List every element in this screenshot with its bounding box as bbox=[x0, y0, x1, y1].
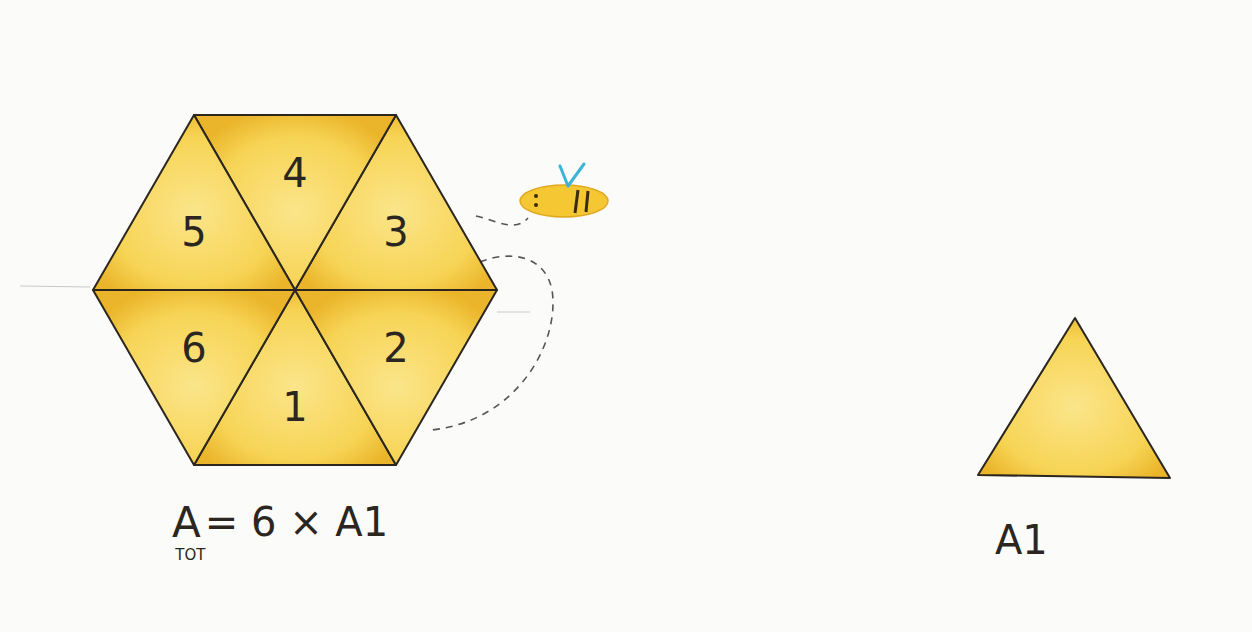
triangle-number: 2 bbox=[383, 328, 408, 368]
triangle-outline bbox=[295, 290, 497, 465]
bee bbox=[520, 164, 608, 217]
triangle-number: 4 bbox=[282, 153, 307, 193]
subscript: TOT bbox=[175, 548, 205, 563]
hexagon-triangle: 6 bbox=[93, 290, 295, 465]
triangle-outline bbox=[93, 290, 295, 465]
guide-line bbox=[497, 312, 530, 313]
area-formula: = 6 × A1 bbox=[205, 502, 388, 542]
area-symbol: A bbox=[172, 502, 201, 544]
triangle-number: 5 bbox=[181, 212, 206, 252]
triangle-shape bbox=[295, 290, 497, 465]
triangle-number: 1 bbox=[282, 387, 307, 427]
triangle-number: 3 bbox=[383, 212, 408, 252]
triangle-area-label: A1 bbox=[995, 520, 1048, 560]
triangle-shape bbox=[93, 290, 295, 465]
guide-line bbox=[20, 286, 90, 287]
triangle-outline bbox=[93, 115, 295, 290]
triangle-shape bbox=[93, 115, 295, 290]
unit-triangle bbox=[978, 318, 1170, 478]
hexagon-triangle: 2 bbox=[295, 290, 497, 465]
triangle-number: 6 bbox=[181, 328, 206, 368]
hexagon-triangle: 5 bbox=[93, 115, 295, 290]
flight-path bbox=[476, 216, 528, 225]
